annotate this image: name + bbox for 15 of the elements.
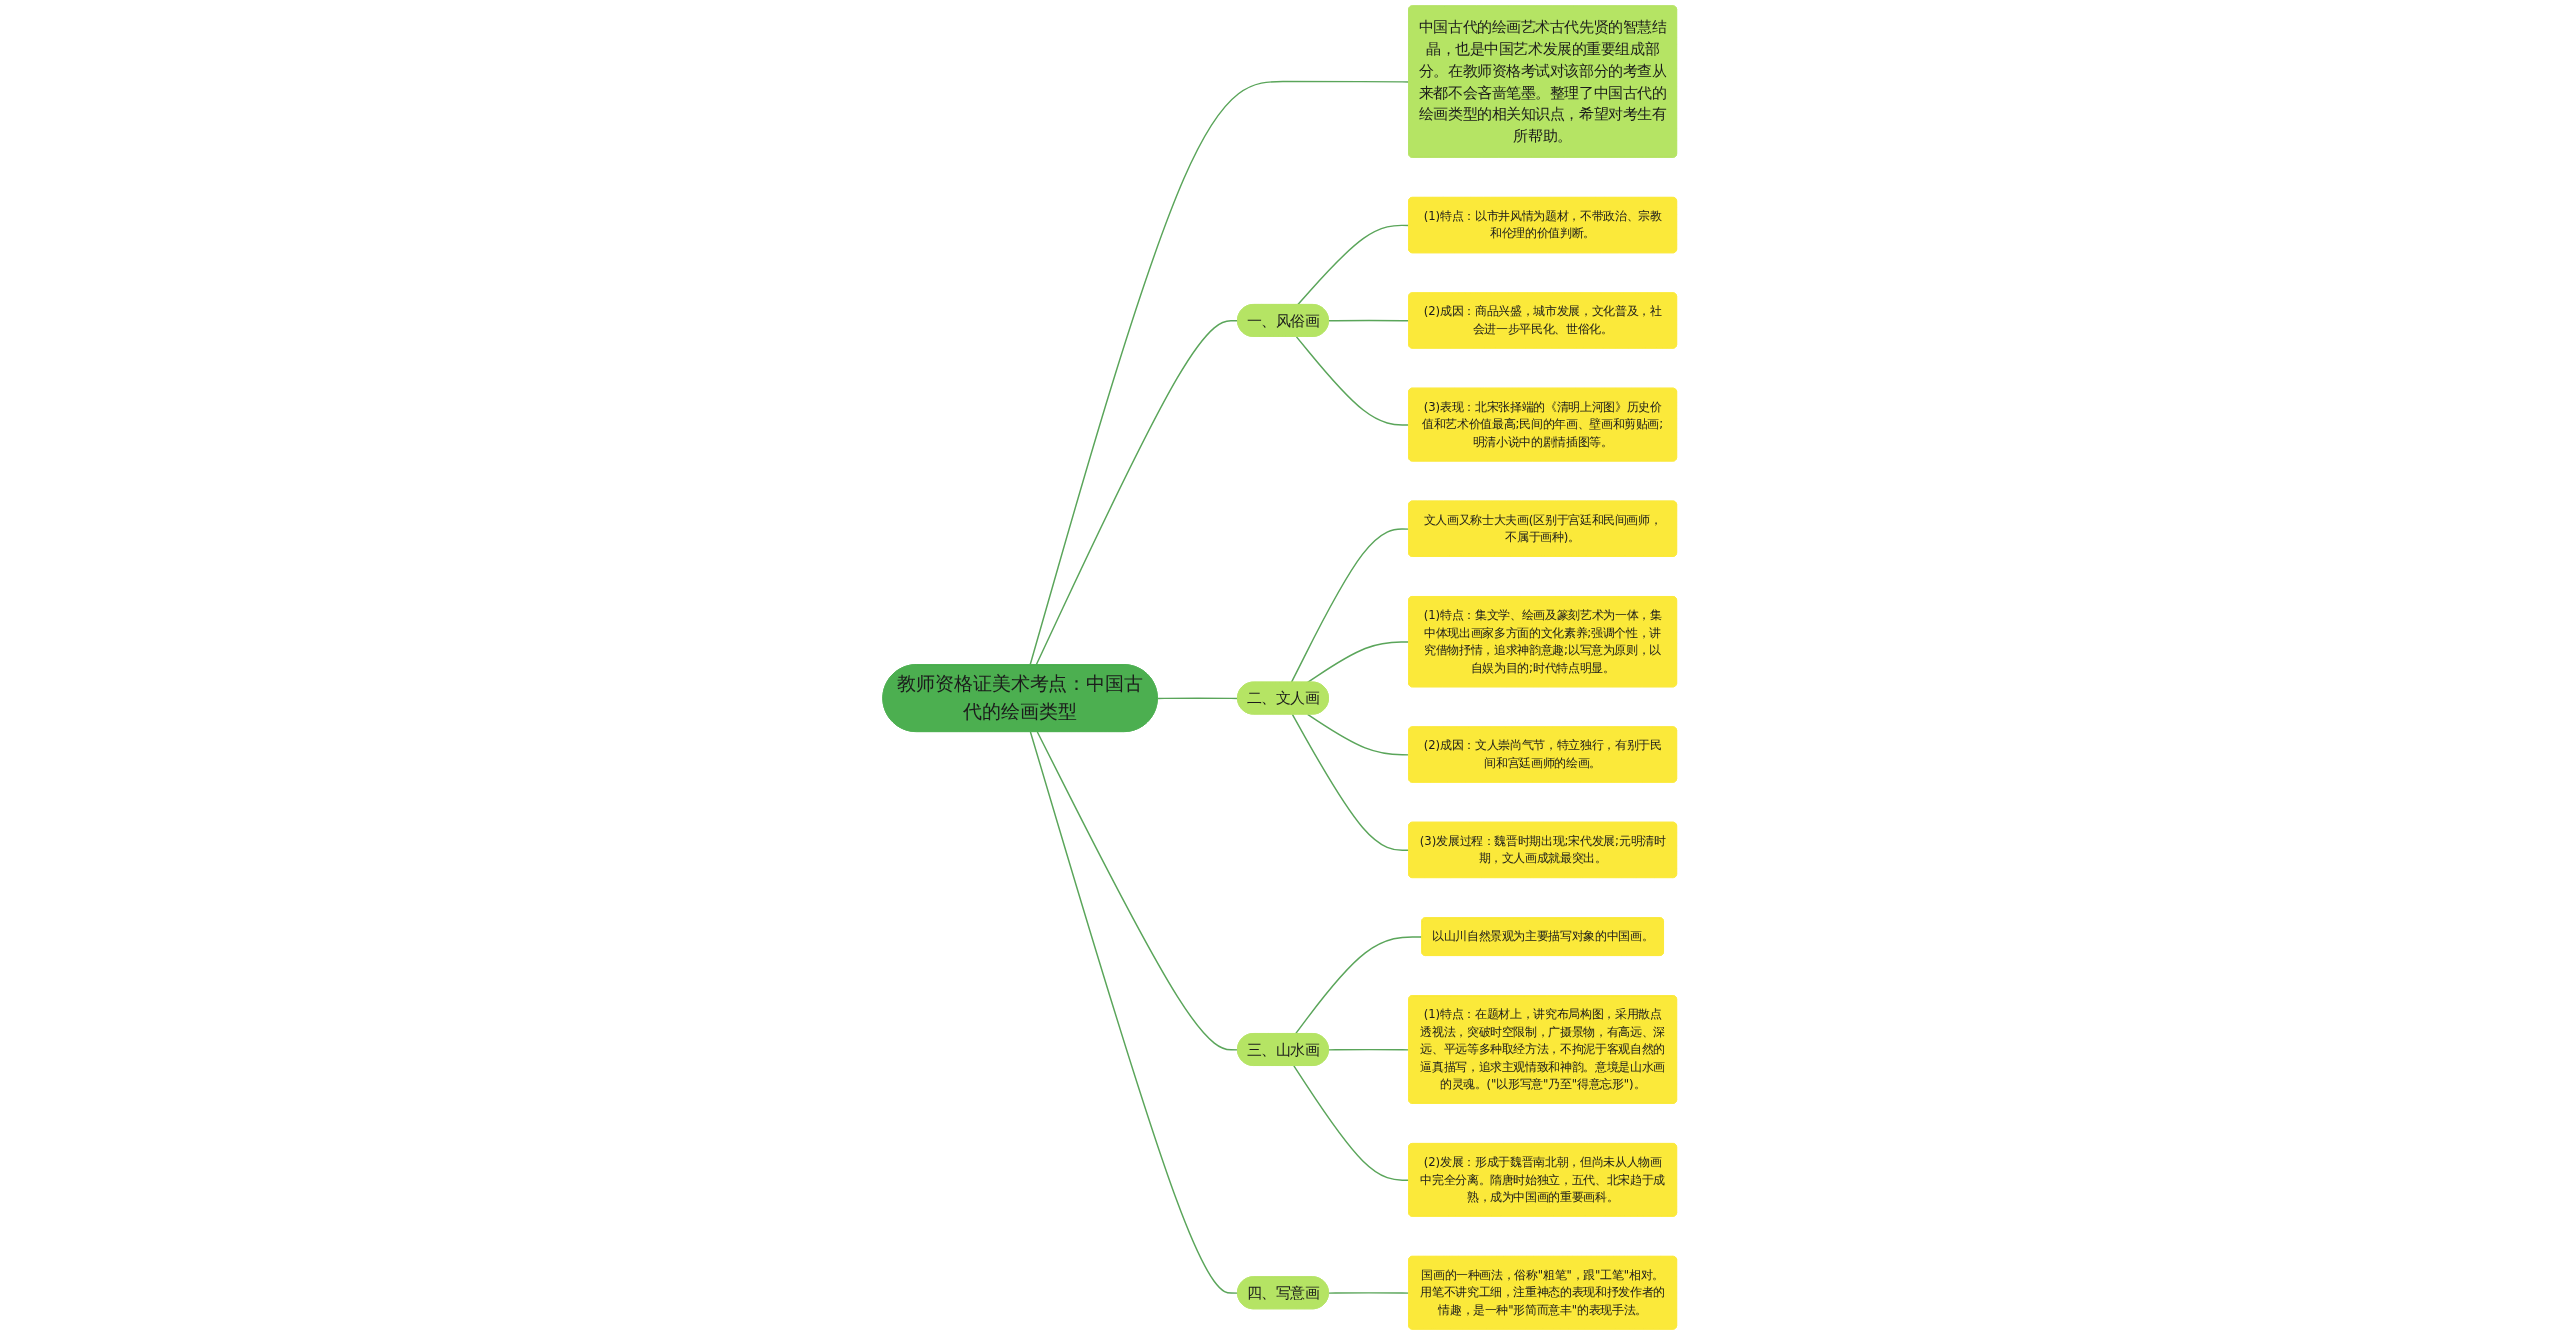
connector [1291, 713, 1410, 852]
connector [1307, 713, 1410, 756]
connector [1297, 224, 1410, 306]
connector [1291, 528, 1410, 684]
connector [1328, 1048, 1410, 1051]
connector [1293, 1065, 1410, 1181]
connector [1030, 731, 1239, 1294]
connector [1296, 336, 1410, 426]
connector [1157, 697, 1239, 700]
connector [1328, 319, 1410, 322]
connector [1328, 1292, 1410, 1294]
connector [1029, 80, 1410, 666]
connector [1307, 641, 1410, 684]
connector [1036, 731, 1239, 1051]
connector [1035, 320, 1239, 666]
